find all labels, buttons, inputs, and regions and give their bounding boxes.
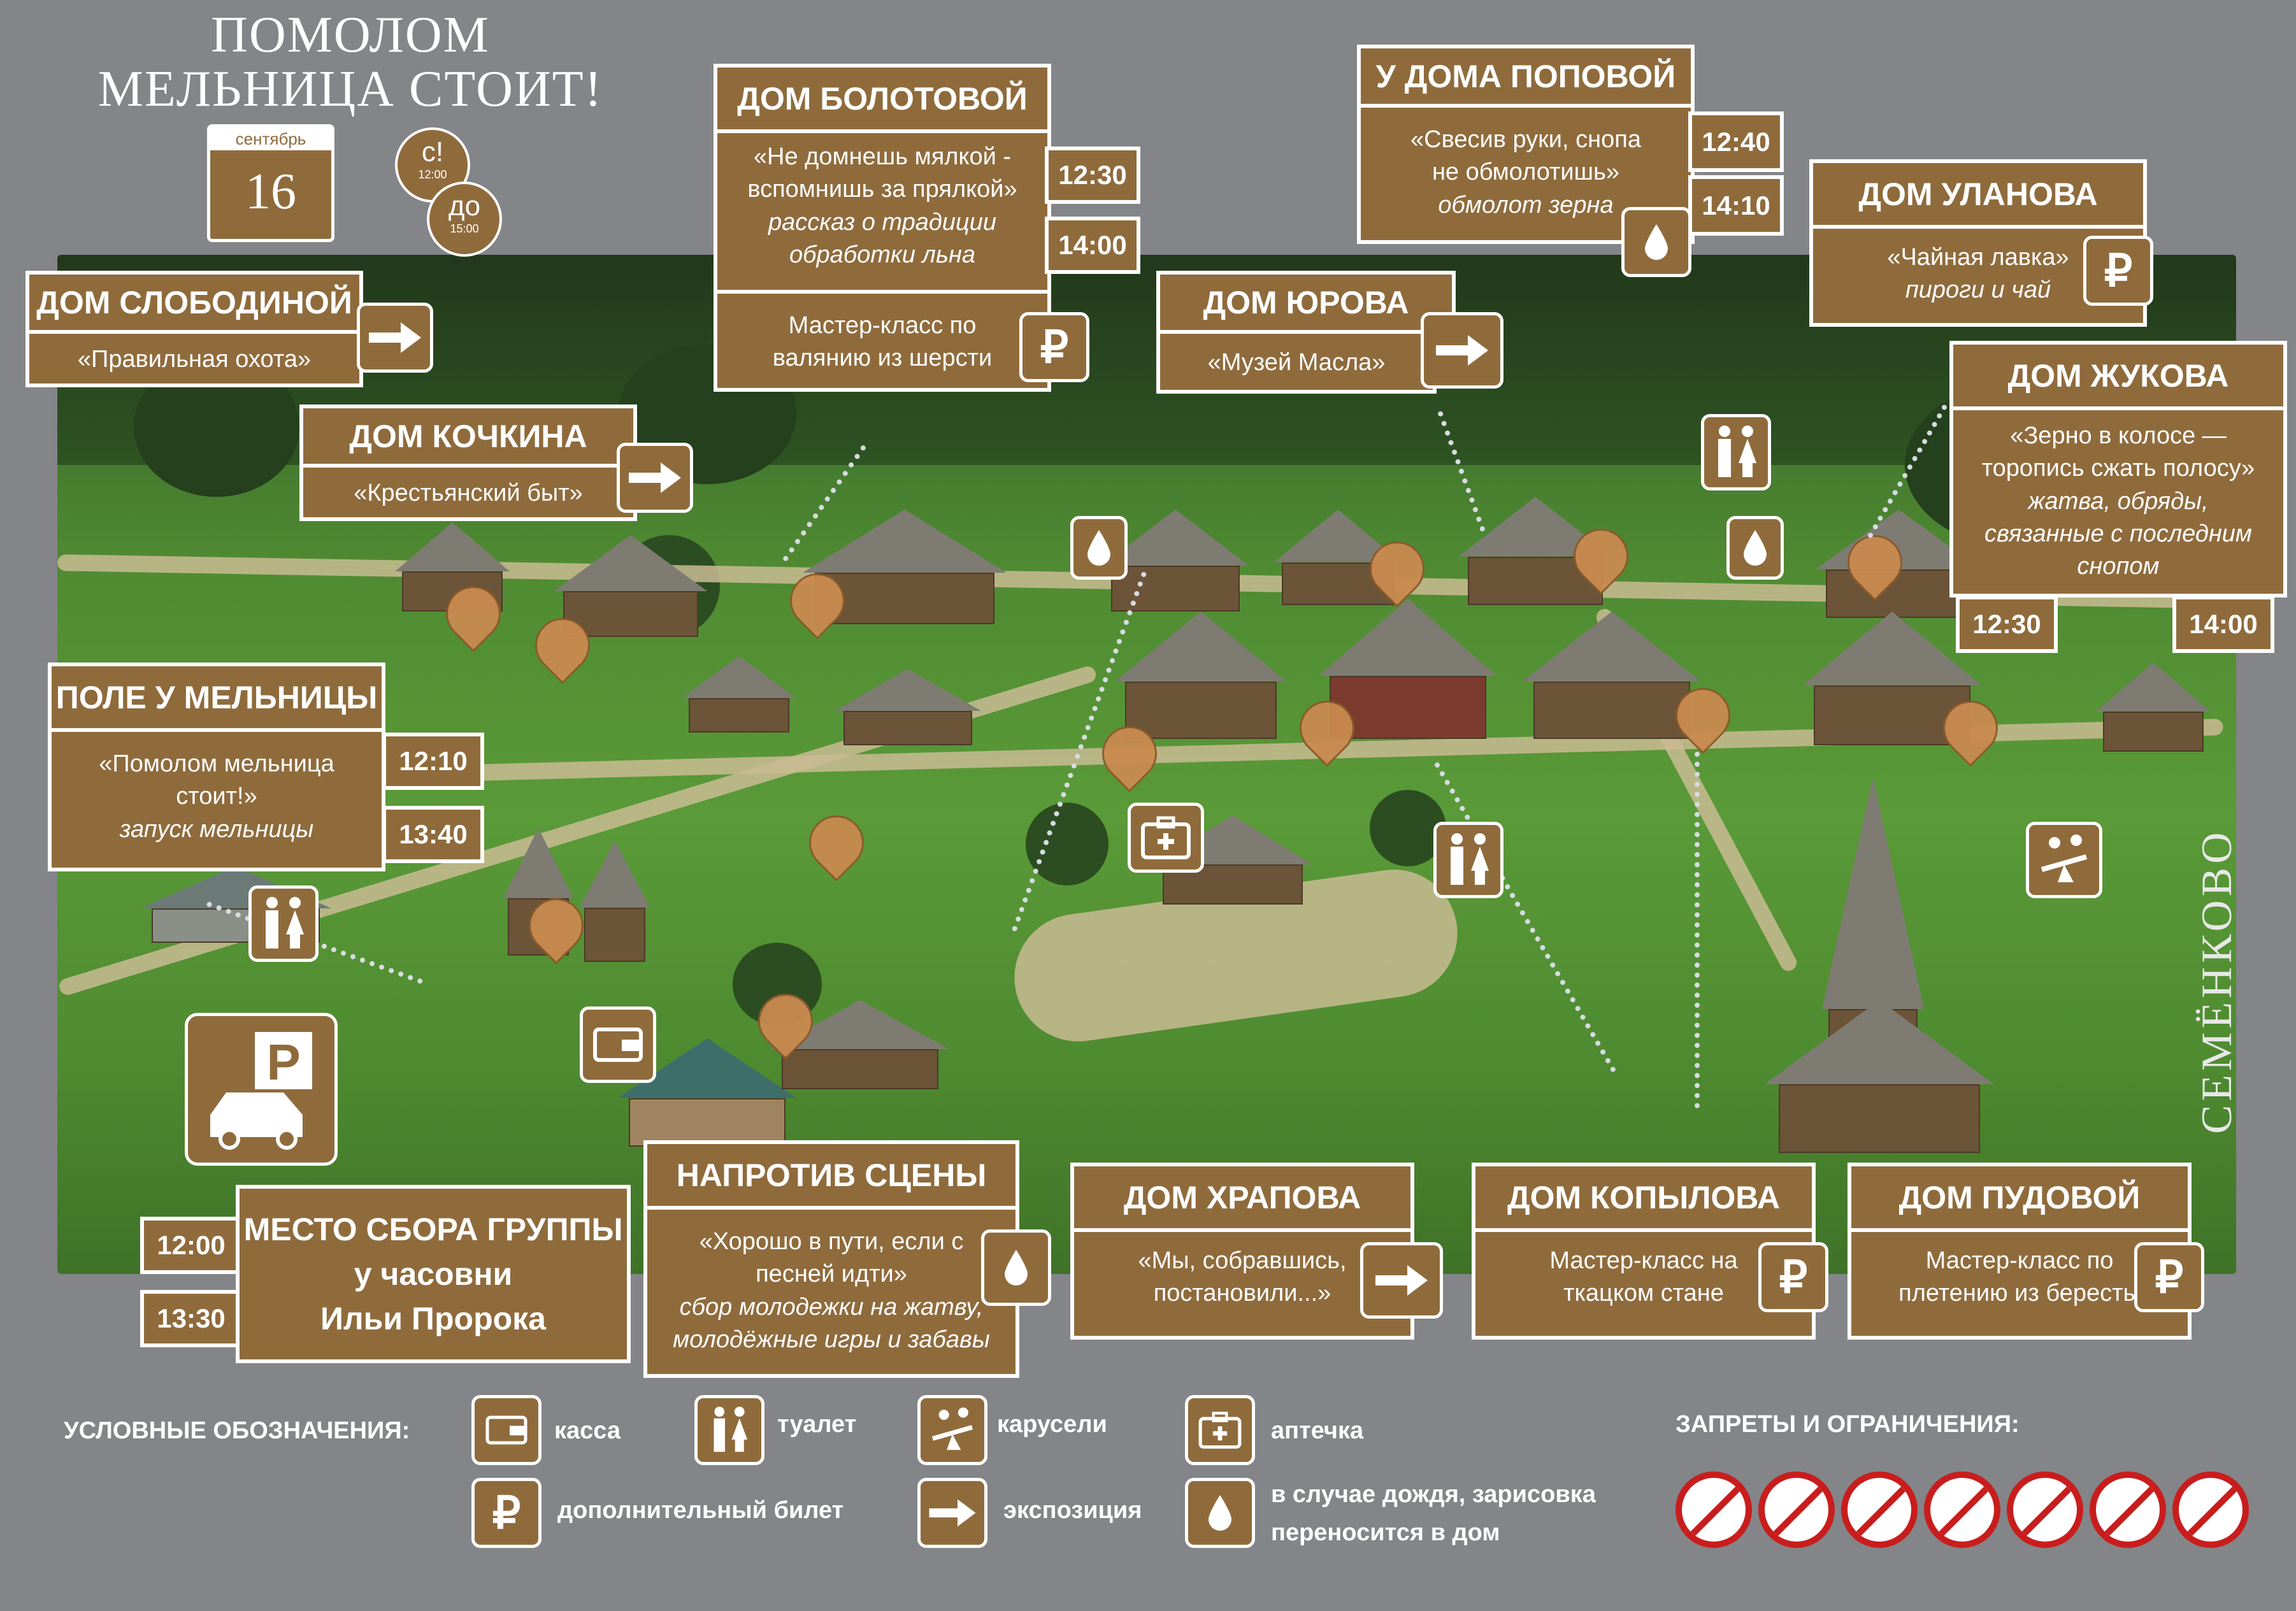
zhukova-body: «Зерно в колосе — торопись сжать полосу»… — [1949, 406, 2287, 598]
zhukova-time-1: 12:30 — [1956, 596, 2058, 653]
pole-body: «Помолом мельница стоит!» запуск мельниц… — [48, 728, 385, 871]
kochkina-body: «Крестьянский быт» — [299, 464, 637, 521]
toilet-icon — [694, 1395, 764, 1465]
pudovoy-title[interactable]: ДОМ ПУДОВОЙ — [1848, 1163, 2192, 1233]
end-time-badge: до 15:00 — [427, 182, 502, 257]
calendar-badge: сентябрь 16 — [207, 124, 334, 242]
ruble-icon[interactable]: ₽ — [2134, 1242, 2204, 1312]
ruble-icon: ₽ — [471, 1478, 542, 1548]
no-fire-icon — [1841, 1471, 1918, 1548]
kopylova-title[interactable]: ДОМ КОПЫЛОВА — [1472, 1163, 1816, 1233]
no-littering-icon — [2007, 1471, 2083, 1548]
wallet-icon[interactable] — [580, 1006, 656, 1083]
house — [1523, 612, 1701, 739]
house-red-front — [1319, 599, 1497, 739]
windmill — [580, 841, 650, 962]
zhukova-time-2: 14:00 — [2172, 596, 2274, 653]
legend-carousel: карусели — [997, 1411, 1107, 1438]
no-smoking-icon — [1758, 1471, 1835, 1548]
popova-time-1: 12:40 — [1688, 111, 1784, 172]
house — [682, 656, 796, 733]
sbor-box[interactable]: МЕСТО СБОРА ГРУППЫ у часовни Ильи Пророк… — [236, 1185, 631, 1363]
exposition-arrow-icon — [917, 1478, 987, 1548]
khrapova-body: «Мы, собравшись, постановили...» — [1070, 1228, 1414, 1340]
sbor-time-1: 12:00 — [140, 1217, 242, 1274]
legend-toilet: туалет — [777, 1411, 857, 1438]
bans-title: ЗАПРЕТЫ И ОГРАНИЧЕНИЯ: — [1675, 1411, 2020, 1438]
khrapova-title[interactable]: ДОМ ХРАПОВА — [1070, 1163, 1414, 1233]
scena-body: «Хорошо в пути, если с песней идти» сбор… — [643, 1206, 1019, 1378]
bolotova-body: «Не домнешь мялкой - вспомнишь за прялко… — [714, 129, 1051, 295]
no-alcohol-icon — [1675, 1471, 1752, 1548]
legend-firstaid: аптечка — [1271, 1417, 1364, 1444]
yurova-body: «Музей Масла» — [1156, 330, 1437, 394]
exposition-arrow-icon[interactable] — [1360, 1242, 1443, 1319]
pole-title[interactable]: ПОЛЕ У МЕЛЬНИЦЫ — [48, 662, 385, 733]
house — [1115, 612, 1287, 739]
ruble-icon[interactable]: ₽ — [1758, 1242, 1828, 1312]
calendar-day: 16 — [245, 164, 296, 220]
toilet-icon[interactable] — [1433, 822, 1503, 898]
drop-icon[interactable] — [1621, 207, 1691, 277]
wallet-icon — [471, 1395, 542, 1465]
no-entry-person-icon — [1924, 1471, 2000, 1548]
drop-icon[interactable] — [1726, 516, 1784, 580]
no-children-unattended-icon — [2172, 1471, 2249, 1548]
zhukova-title[interactable]: ДОМ ЖУКОВА — [1949, 341, 2287, 411]
house — [2096, 662, 2211, 752]
connector — [1695, 752, 1700, 1108]
drop-icon[interactable] — [981, 1229, 1051, 1306]
connector — [1433, 761, 1617, 1073]
parking-icon[interactable]: P — [185, 1013, 338, 1166]
watermark: СЕМЁНКОВО — [2192, 828, 2241, 1134]
bolotova-time-2: 14:00 — [1045, 217, 1140, 274]
first-aid-icon[interactable] — [1128, 803, 1204, 873]
scena-title[interactable]: НАПРОТИВ СЦЕНЫ — [643, 1140, 1019, 1210]
exposition-arrow-icon[interactable] — [617, 443, 693, 513]
event-marker[interactable] — [798, 804, 875, 882]
exposition-arrow-icon[interactable] — [357, 303, 433, 373]
popova-time-2: 14:10 — [1688, 175, 1784, 236]
house — [554, 535, 707, 637]
legend-kassa: касса — [554, 1417, 621, 1444]
legend-rain-2: переносится в дом — [1271, 1519, 1500, 1546]
exposition-arrow-icon[interactable] — [1421, 312, 1503, 389]
bolotova-masterclass: Мастер-класс по валянию из шерсти — [714, 290, 1051, 392]
sbor-time-2: 13:30 — [140, 1290, 242, 1347]
slobodina-body: «Правильная охота» — [25, 330, 363, 387]
first-aid-icon — [1185, 1395, 1255, 1465]
legend-title: УСЛОВНЫЕ ОБОЗНАЧЕНИЯ: — [64, 1417, 410, 1444]
page-title-line2: мельница стоит! — [97, 61, 603, 117]
ruble-icon[interactable]: ₽ — [1019, 312, 1089, 382]
svg-text:P: P — [266, 1034, 300, 1091]
page-title-line1: Помолом — [211, 7, 490, 63]
house — [835, 669, 981, 745]
pole-time-2: 13:40 — [382, 806, 484, 863]
kochkina-title[interactable]: ДОМ КОЧКИНА — [299, 405, 637, 468]
carousel-icon[interactable] — [2026, 822, 2102, 898]
bolotova-title[interactable]: ДОМ БОЛОТОВОЙ — [714, 64, 1051, 134]
no-dogs-icon — [2090, 1471, 2166, 1548]
legend-rain-1: в случае дождя, зарисовка — [1271, 1481, 1596, 1508]
carousel-icon — [917, 1395, 987, 1465]
bolotova-time-1: 12:30 — [1045, 147, 1140, 204]
toilet-icon[interactable] — [1701, 414, 1771, 490]
toilet-icon[interactable] — [248, 885, 319, 962]
drop-icon — [1185, 1478, 1255, 1548]
tree — [1026, 803, 1109, 885]
legend-exposition: экспозиция — [1003, 1497, 1142, 1524]
popova-title[interactable]: У ДОМА ПОПОВОЙ — [1357, 45, 1695, 108]
ulanova-title[interactable]: ДОМ УЛАНОВА — [1809, 159, 2147, 229]
slobodina-title[interactable]: ДОМ СЛОБОДИНОЙ — [25, 271, 363, 334]
drop-icon[interactable] — [1070, 516, 1128, 580]
yurova-title[interactable]: ДОМ ЮРОВА — [1156, 271, 1456, 334]
ruble-icon[interactable]: ₽ — [2083, 236, 2153, 306]
legend-ticket: дополнительный билет — [557, 1497, 844, 1524]
pole-time-1: 12:10 — [382, 733, 484, 790]
chapel — [1765, 1000, 1994, 1153]
calendar-month: сентябрь — [210, 127, 331, 150]
